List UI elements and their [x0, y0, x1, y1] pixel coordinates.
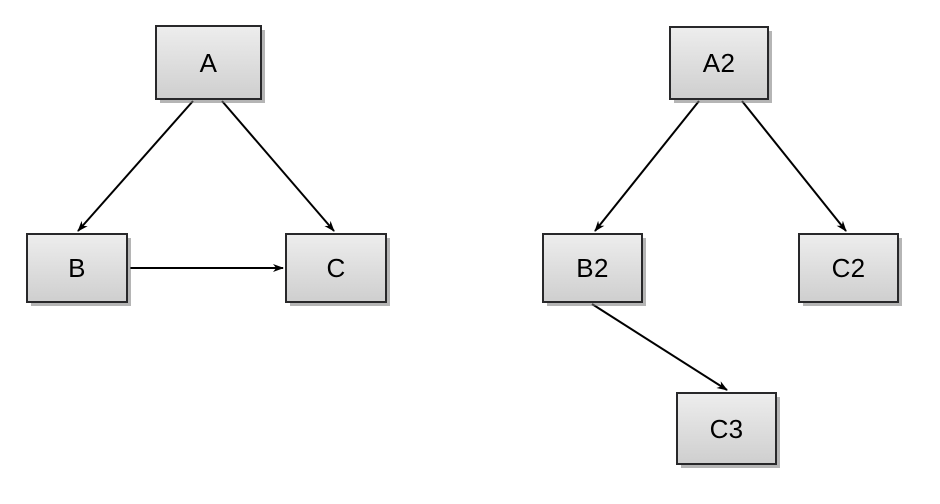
- node-a[interactable]: A: [155, 25, 262, 100]
- node-label-c: C: [326, 253, 346, 283]
- edge-a2-to-b2: [594, 100, 700, 232]
- node-a2[interactable]: A2: [669, 26, 769, 100]
- edge-a-to-c: [221, 100, 335, 232]
- edge-a2-to-c2: [741, 100, 847, 232]
- node-b2[interactable]: B2: [542, 233, 643, 303]
- edges-group: [77, 100, 847, 391]
- node-b[interactable]: B: [26, 233, 128, 303]
- edge-a-to-b: [77, 100, 194, 232]
- node-c3[interactable]: C3: [676, 392, 777, 465]
- node-label-c2: C2: [831, 253, 866, 283]
- node-label-b: B: [68, 253, 86, 283]
- node-c[interactable]: C: [285, 233, 387, 303]
- node-label-b2: B2: [576, 253, 609, 283]
- edge-b2-to-c3: [591, 303, 728, 391]
- node-label-c3: C3: [709, 413, 744, 444]
- node-label-a2: A2: [702, 48, 736, 78]
- node-c2[interactable]: C2: [798, 233, 899, 303]
- node-label-a: A: [199, 47, 218, 78]
